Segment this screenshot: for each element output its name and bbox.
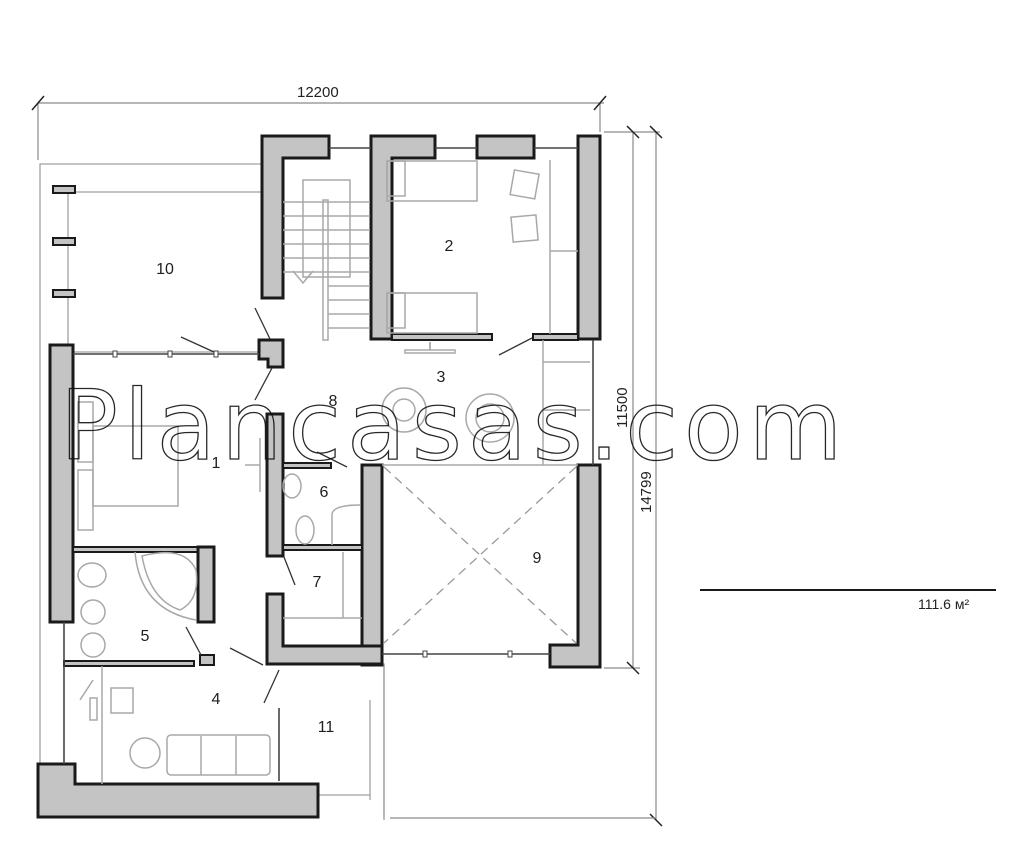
total-area: 111.6 м² bbox=[918, 596, 970, 612]
room-label-7: 7 bbox=[312, 574, 322, 591]
room-label-1: 1 bbox=[211, 455, 221, 472]
dimension-overall-height: 14799 bbox=[638, 471, 655, 513]
area-underline bbox=[700, 589, 996, 591]
walls bbox=[36, 134, 602, 819]
room-label-6: 6 bbox=[319, 484, 329, 501]
doors bbox=[180, 307, 533, 704]
room-2-furniture bbox=[386, 160, 578, 354]
staircase bbox=[283, 179, 370, 341]
room-label-11: 11 bbox=[317, 719, 335, 736]
room-label-10: 10 bbox=[156, 261, 174, 278]
dimension-lines bbox=[31, 95, 663, 827]
bath-5-fixtures bbox=[77, 551, 198, 658]
room-4-furniture bbox=[79, 666, 271, 784]
hall-armchairs bbox=[381, 340, 590, 466]
windows bbox=[63, 147, 594, 781]
terrace-posts bbox=[52, 185, 76, 298]
dimension-width: 12200 bbox=[297, 84, 339, 101]
wardrobe-7-fixtures bbox=[283, 552, 362, 619]
room-label-3: 3 bbox=[436, 369, 446, 386]
room-label-9: 9 bbox=[532, 550, 542, 567]
room-label-2: 2 bbox=[444, 238, 454, 255]
room-label-4: 4 bbox=[211, 691, 221, 708]
void-9-cross bbox=[383, 466, 577, 644]
room-label-8: 8 bbox=[328, 393, 338, 410]
dimension-inner-height: 11500 bbox=[614, 387, 631, 428]
bath-6-fixtures bbox=[282, 473, 361, 545]
room-label-5: 5 bbox=[140, 628, 150, 645]
room-1-furniture bbox=[77, 401, 261, 531]
